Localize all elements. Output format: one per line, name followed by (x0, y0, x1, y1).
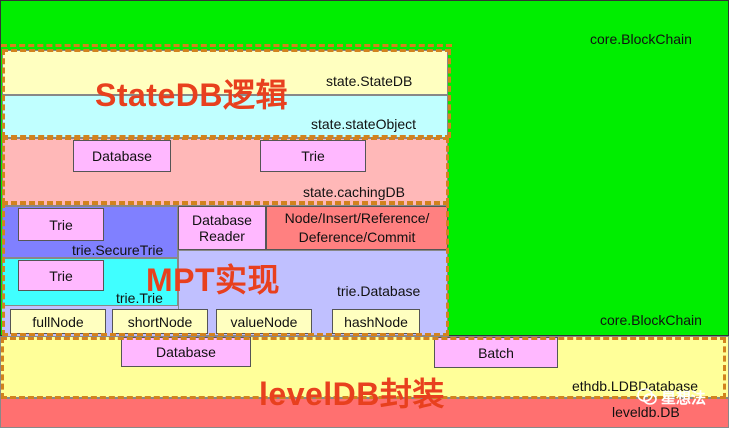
ldbdatabase-label: ethdb.LDBDatabase (572, 378, 699, 394)
statedb-layer (2, 50, 448, 95)
heading-leveldb-wrap: levelDB封装 (259, 376, 445, 412)
statedb-label: state.StateDB (326, 73, 413, 89)
dashed-border-trie (2, 202, 449, 336)
watermark-text: 星想法 (661, 390, 707, 407)
caching-trie-box: Trie (260, 140, 366, 172)
fullnode-box: fullNode (10, 309, 106, 334)
chat-bubble-icon (637, 388, 657, 405)
ldb-batch-box: Batch (434, 337, 558, 368)
stateobject-layer (2, 95, 448, 138)
cachingdb-label: state.cachingDB (303, 184, 405, 200)
leveldb-label: leveldb.DB (612, 404, 680, 420)
ldb-database-box: Database (121, 337, 251, 367)
trie-database-label: trie.Database (337, 283, 421, 299)
trie-trie-box: Trie (18, 260, 104, 291)
caching-database-box: Database (73, 140, 171, 172)
securetrie-trie-box: Trie (18, 208, 104, 241)
shortnode-box: shortNode (112, 309, 208, 334)
dashed-border-ethdb (1, 337, 726, 399)
node-ops-box: Node/Insert/Reference/ Deference/Commit (266, 206, 448, 250)
blockchain-label-bottom: core.BlockChain (600, 312, 702, 328)
heading-mpt-impl: MPT实现 (146, 262, 281, 298)
heading-statedb-logic: StateDB逻辑 (95, 77, 288, 113)
database-reader-box: Database Reader (178, 206, 266, 250)
dashed-border-cachingdb (2, 137, 449, 204)
dashed-border-blockchain (1, 44, 452, 53)
valuenode-box: valueNode (216, 309, 312, 334)
trie-trie-label: trie.Trie (116, 290, 163, 306)
dashed-border-statedb (2, 49, 451, 138)
stateobject-label: state.stateObject (311, 116, 417, 132)
blockchain-label-top: core.BlockChain (590, 31, 692, 47)
securetrie-label: trie.SecureTrie (72, 242, 164, 258)
